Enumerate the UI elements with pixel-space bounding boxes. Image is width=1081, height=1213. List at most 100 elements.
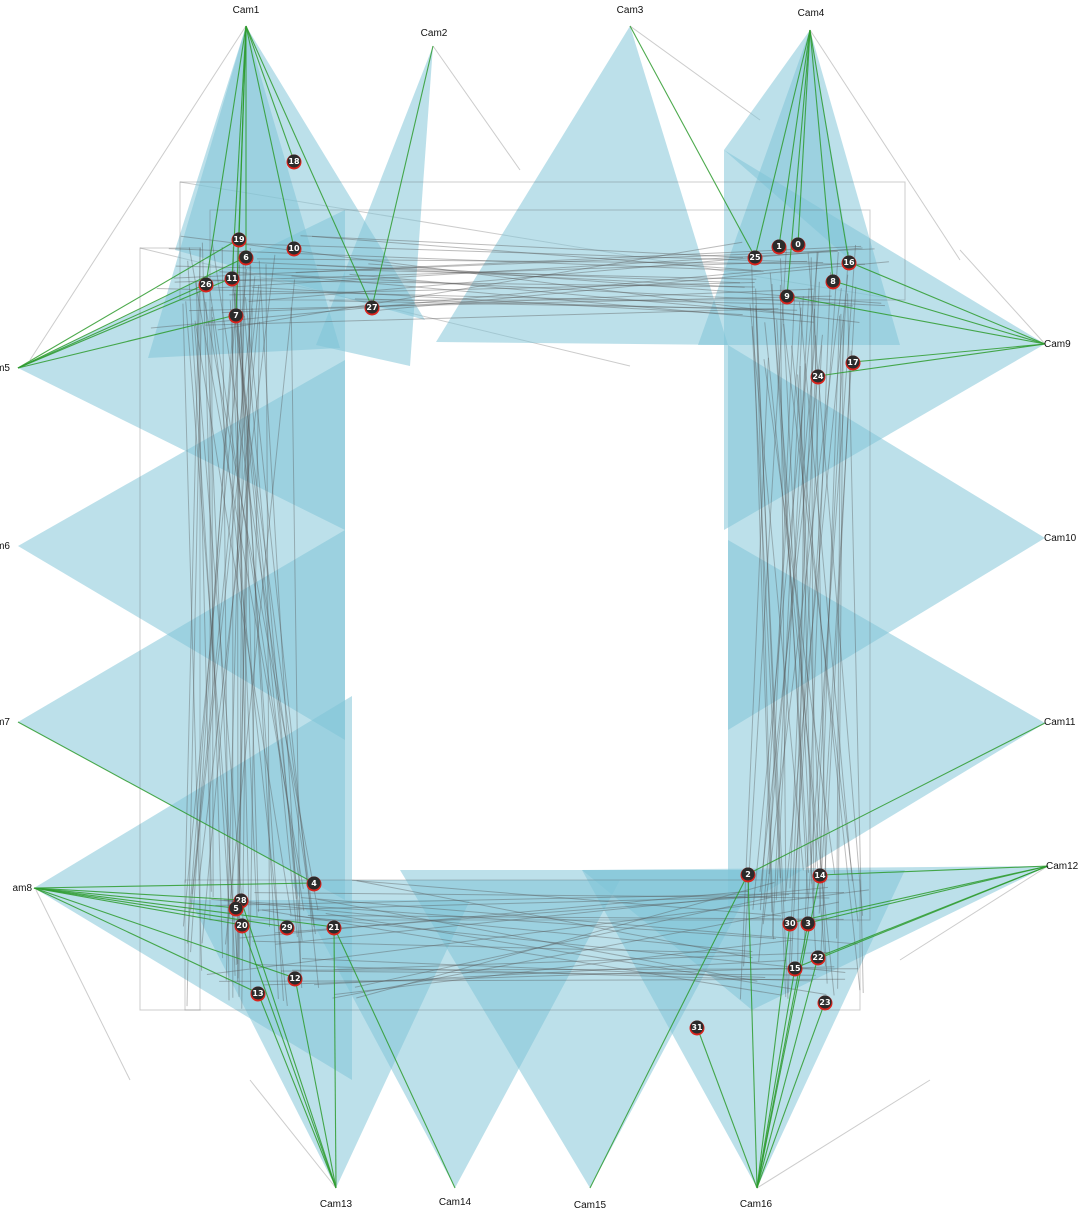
track-line [189,295,832,312]
track-line [202,250,838,290]
detection-node: 26 [198,277,214,293]
track-line [784,274,849,902]
track-line [751,326,781,879]
track-line [349,273,802,316]
fov-layer [18,26,1048,1188]
camera-label: Cam4 [798,8,825,19]
node-label: 9 [784,292,790,301]
node-marker [288,971,302,985]
sight-line [371,45,434,308]
track-line [234,292,303,942]
track-line [211,240,315,927]
node-label: 0 [795,240,801,249]
sight-line [17,256,247,369]
track-line [314,960,787,986]
track-line [333,951,830,971]
sight-line [809,29,850,263]
track-line [225,253,247,981]
track-line [759,307,802,911]
node-marker [287,154,301,168]
track-line [232,280,298,938]
sight-line [589,873,749,1189]
track-line [195,280,212,892]
node-marker [801,916,815,930]
node-marker [235,918,249,932]
sight-line [240,899,337,1189]
node-label: 20 [236,921,248,930]
track-line [743,248,787,967]
track-line [236,240,239,979]
track-line [289,914,846,974]
track-line-layer [139,181,906,1011]
node-label: 19 [233,235,245,244]
track-line [317,898,758,982]
detection-node: 7 [228,308,244,324]
node-marker [287,241,301,255]
track-line [779,284,787,891]
sight-line [756,1001,826,1189]
node-marker [280,920,294,934]
track-line [237,265,252,982]
node-marker [199,277,213,291]
node-marker [791,237,805,251]
track-line [803,272,832,952]
track-line [354,897,770,988]
node-label: 22 [812,953,823,962]
track-line [208,282,305,911]
track-line [238,250,260,912]
node-label: 7 [233,311,239,320]
track-line [837,319,844,989]
track-line [329,300,773,310]
sight-line [257,992,337,1189]
track-line [190,327,234,953]
sight-line [852,343,1046,363]
track-line [251,286,743,316]
track-line [763,359,836,874]
node-marker [365,300,379,314]
sight-line [33,887,335,928]
track-line [307,915,844,920]
track-line [790,345,823,972]
track-line [810,257,815,921]
detection-node: 29 [279,920,295,936]
track-line [300,235,743,258]
detection-node: 6 [238,250,254,266]
sight-line [756,967,796,1189]
node-label: 1 [776,242,782,251]
node-marker [229,901,243,915]
track-line [182,269,248,927]
track-line [201,290,262,944]
track-line [258,260,303,989]
track-line [769,272,826,967]
track-line [205,301,236,976]
track-line [758,335,817,962]
track-line [779,258,817,963]
track-line [776,319,809,899]
track-line [799,366,813,884]
detection-node: 31 [689,1020,705,1036]
node-marker [239,250,253,264]
track-line [301,958,766,979]
node-label: 10 [288,244,300,253]
track-line [219,978,846,982]
fov-triangle-2 [316,46,433,366]
track-line [205,308,779,326]
track-line [263,966,835,986]
track-line [755,309,774,940]
fov-triangle-17 [582,870,905,1188]
faint-line-2 [629,25,761,121]
fov-triangle-12 [728,540,1045,915]
node-label: 14 [814,871,826,880]
sight-line [747,722,1046,875]
sight-line [756,922,791,1189]
track-line [755,305,789,999]
node-label: 21 [328,923,340,932]
sight-line [245,25,295,249]
faint-line-3 [809,29,961,261]
track-line [332,901,839,999]
detection-node: 27 [364,300,380,316]
detection-node: 22 [810,950,826,966]
track-line [291,275,814,323]
track-frame-2 [184,879,861,1011]
node-marker [780,289,794,303]
